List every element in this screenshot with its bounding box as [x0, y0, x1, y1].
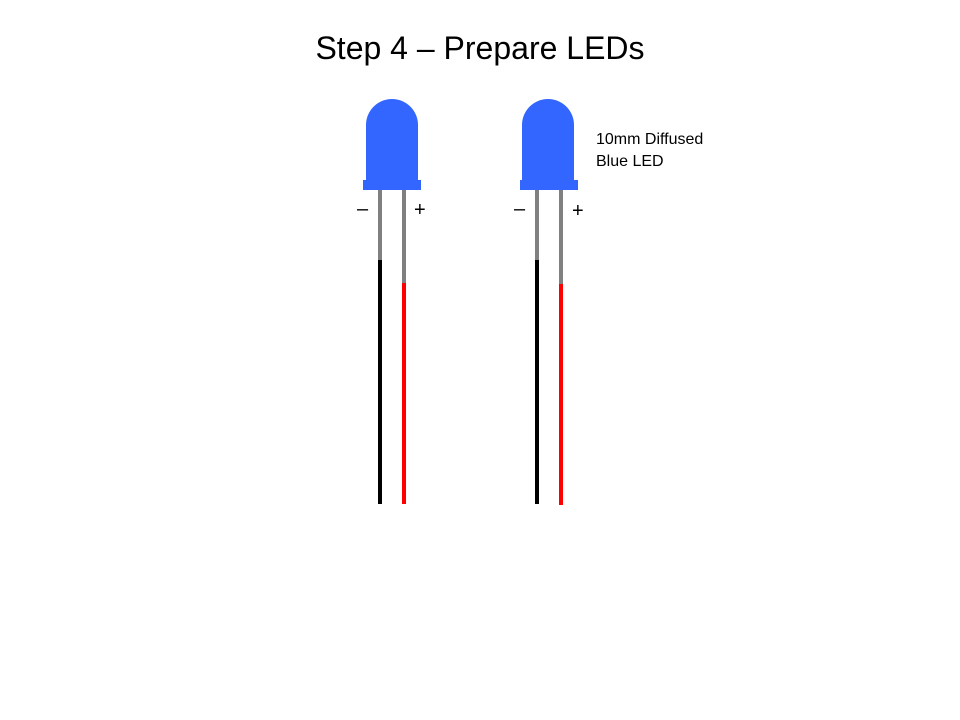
negative-sign: – — [514, 198, 526, 220]
led-body-icon — [366, 99, 418, 180]
led-description-line2: Blue LED — [596, 153, 664, 170]
positive-sign: + — [414, 199, 426, 221]
cathode-leg — [535, 190, 539, 260]
negative-sign: – — [357, 198, 369, 220]
positive-sign: + — [572, 200, 584, 222]
cathode-leg — [378, 190, 382, 260]
anode-leg — [402, 190, 406, 283]
led-body-icon — [522, 99, 574, 180]
negative-wire — [378, 260, 382, 504]
negative-wire — [535, 260, 539, 504]
led-flange — [363, 180, 421, 190]
led-description-line1: 10mm Diffused — [596, 131, 704, 148]
positive-wire — [559, 284, 563, 505]
page-title: Step 4 – Prepare LEDs — [315, 30, 645, 66]
positive-wire — [402, 283, 406, 504]
led-flange — [520, 180, 578, 190]
anode-leg — [559, 190, 563, 284]
led-description: 10mm Diffused Blue LED — [596, 129, 703, 173]
